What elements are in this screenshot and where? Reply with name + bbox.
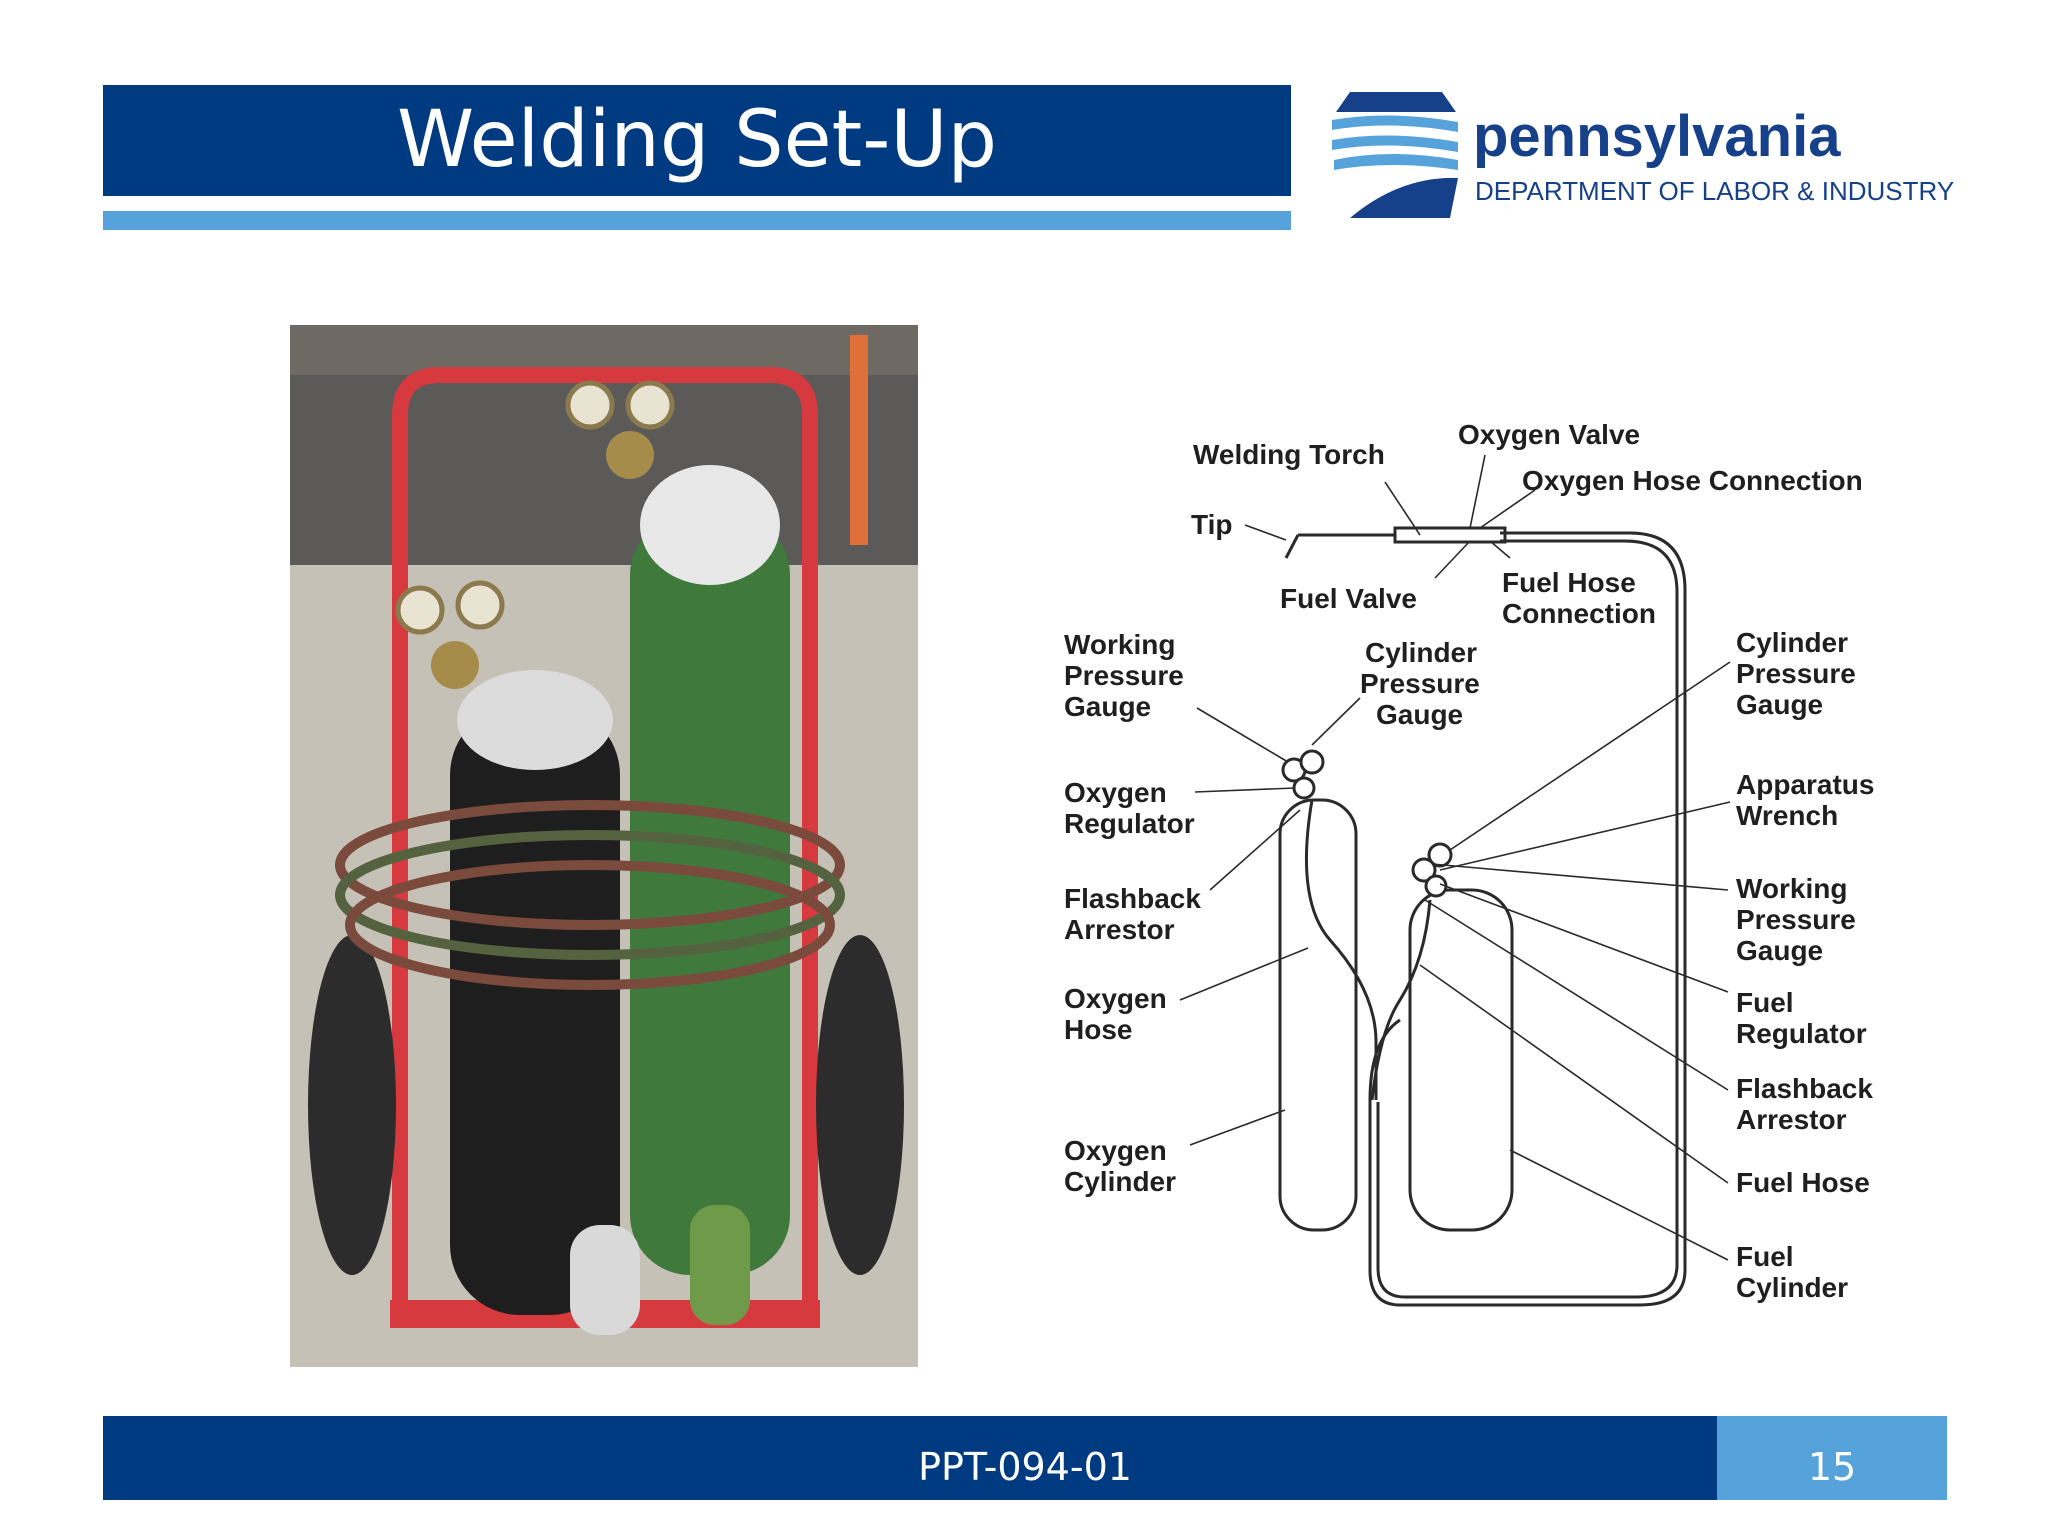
leader-fuel-regulator [1439, 883, 1729, 993]
label-oxygen-hose-connection: Oxygen Hose Connection [1522, 465, 1863, 496]
label-apparatus-wrench-line2: Wrench [1736, 800, 1838, 831]
label-working-pressure-gauge-left-line3: Gauge [1064, 691, 1151, 722]
label-fuel-hose-connection-line1: Fuel Hose [1502, 567, 1636, 598]
hose-loop-inner-path [1376, 539, 1679, 1299]
leader-fuel-hose [1419, 964, 1729, 1184]
slide-title: Welding Set-Up [397, 95, 997, 185]
leader-flashback-arrestor-left [1209, 809, 1301, 891]
hose-loop-path [1368, 531, 1687, 1307]
torch-tip-line [1284, 534, 1300, 559]
label-working-pressure-gauge-right-line1: Working [1736, 873, 1847, 904]
leader-welding-torch [1384, 481, 1421, 536]
label-flashback-arrestor-left-line1: Flashback [1064, 883, 1201, 914]
leader-oxygen-hose [1179, 947, 1309, 1001]
fuel-cylinder-shape [1408, 888, 1514, 1232]
label-flashback-arrestor-left-line2: Arrestor [1064, 914, 1175, 945]
label-oxygen-hose-line1: Oxygen [1064, 983, 1167, 1014]
label-fuel-regulator-line1: Fuel [1736, 987, 1794, 1018]
torch-handle-shape [1393, 526, 1507, 544]
label-cylinder-pressure-gauge-right-line2: Pressure [1736, 658, 1856, 689]
label-cylinder-pressure-gauge-right-line1: Cylinder [1736, 627, 1848, 658]
welding-setup-diagram: Oxygen Valve Welding Torch Oxygen Hose C… [1064, 419, 1874, 1307]
leader-working-pressure-gauge-left [1196, 707, 1289, 763]
label-cylinder-pressure-gauge-mid-line3: Gauge [1376, 699, 1463, 730]
label-working-pressure-gauge-left-line2: Pressure [1064, 660, 1184, 691]
right-cylinder-gauge-icon [1427, 842, 1453, 868]
label-fuel-cylinder-line1: Fuel [1736, 1241, 1794, 1272]
label-oxygen-cylinder-line1: Oxygen [1064, 1135, 1167, 1166]
logo-wordmark: pennsylvania [1473, 104, 1841, 169]
label-fuel-regulator-line2: Regulator [1736, 1018, 1867, 1049]
label-oxygen-valve: Oxygen Valve [1458, 419, 1640, 450]
footer-bar: PPT-094-01 [103, 1416, 1947, 1500]
label-oxygen-regulator-line2: Regulator [1064, 808, 1195, 839]
leader-fuel-hose-connection [1489, 540, 1511, 559]
label-oxygen-regulator-line1: Oxygen [1064, 777, 1167, 808]
leader-oxygen-cylinder [1189, 1109, 1286, 1146]
label-fuel-hose: Fuel Hose [1736, 1167, 1870, 1198]
label-flashback-arrestor-right-line1: Flashback [1736, 1073, 1873, 1104]
label-flashback-arrestor-right-line2: Arrestor [1736, 1104, 1847, 1135]
leader-oxygen-hose-connection [1479, 489, 1536, 529]
keystone-logo-icon [1332, 92, 1458, 218]
leader-oxygen-valve [1469, 454, 1486, 529]
leader-flashback-arrestor-right [1424, 899, 1729, 1091]
left-working-gauge-icon [1299, 749, 1325, 775]
leader-apparatus-wrench [1439, 801, 1731, 871]
label-fuel-hose-connection-line2: Connection [1502, 598, 1656, 629]
leader-fuel-valve [1434, 540, 1471, 579]
oxygen-cylinder-shape [1278, 798, 1358, 1232]
label-tip: Tip [1191, 509, 1232, 540]
leader-oxygen-regulator [1194, 787, 1296, 793]
logo-subtitle: DEPARTMENT OF LABOR & INDUSTRY [1475, 176, 1955, 206]
label-working-pressure-gauge-left-line1: Working [1064, 629, 1175, 660]
label-cylinder-pressure-gauge-right-line3: Gauge [1736, 689, 1823, 720]
label-fuel-cylinder-line2: Cylinder [1736, 1272, 1848, 1303]
title-accent-stripe [103, 211, 1291, 230]
page-number-box: 15 [1717, 1416, 1947, 1500]
left-regulator-icon [1292, 776, 1316, 800]
right-working-gauge-icon [1411, 857, 1437, 883]
fuel-hose-path [1370, 899, 1432, 1101]
label-working-pressure-gauge-right-line3: Gauge [1736, 935, 1823, 966]
label-working-pressure-gauge-right-line2: Pressure [1736, 904, 1856, 935]
label-cylinder-pressure-gauge-mid-line1: Cylinder [1365, 637, 1477, 668]
footer-document-code: PPT-094-01 [918, 1445, 1132, 1489]
pennsylvania-logo: pennsylvania DEPARTMENT OF LABOR & INDUS… [1330, 90, 1960, 220]
title-bar: Welding Set-Up [103, 85, 1291, 196]
leader-working-pressure-gauge-right [1431, 863, 1729, 891]
oxygen-hose-path [1304, 799, 1378, 1100]
label-cylinder-pressure-gauge-mid-line2: Pressure [1360, 668, 1480, 699]
leader-tip [1244, 524, 1287, 541]
label-apparatus-wrench-line1: Apparatus [1736, 769, 1874, 800]
leader-cylinder-pressure-gauge-right [1449, 661, 1731, 851]
label-fuel-valve: Fuel Valve [1280, 583, 1417, 614]
right-regulator-icon [1424, 874, 1448, 898]
label-oxygen-hose-line2: Hose [1064, 1014, 1132, 1045]
label-oxygen-cylinder-line2: Cylinder [1064, 1166, 1176, 1197]
page-number: 15 [1807, 1445, 1857, 1489]
welding-cart-photo [290, 325, 918, 1367]
leader-cylinder-pressure-gauge-mid [1311, 697, 1361, 746]
leader-fuel-cylinder [1509, 1149, 1729, 1261]
label-welding-torch: Welding Torch [1193, 439, 1385, 470]
